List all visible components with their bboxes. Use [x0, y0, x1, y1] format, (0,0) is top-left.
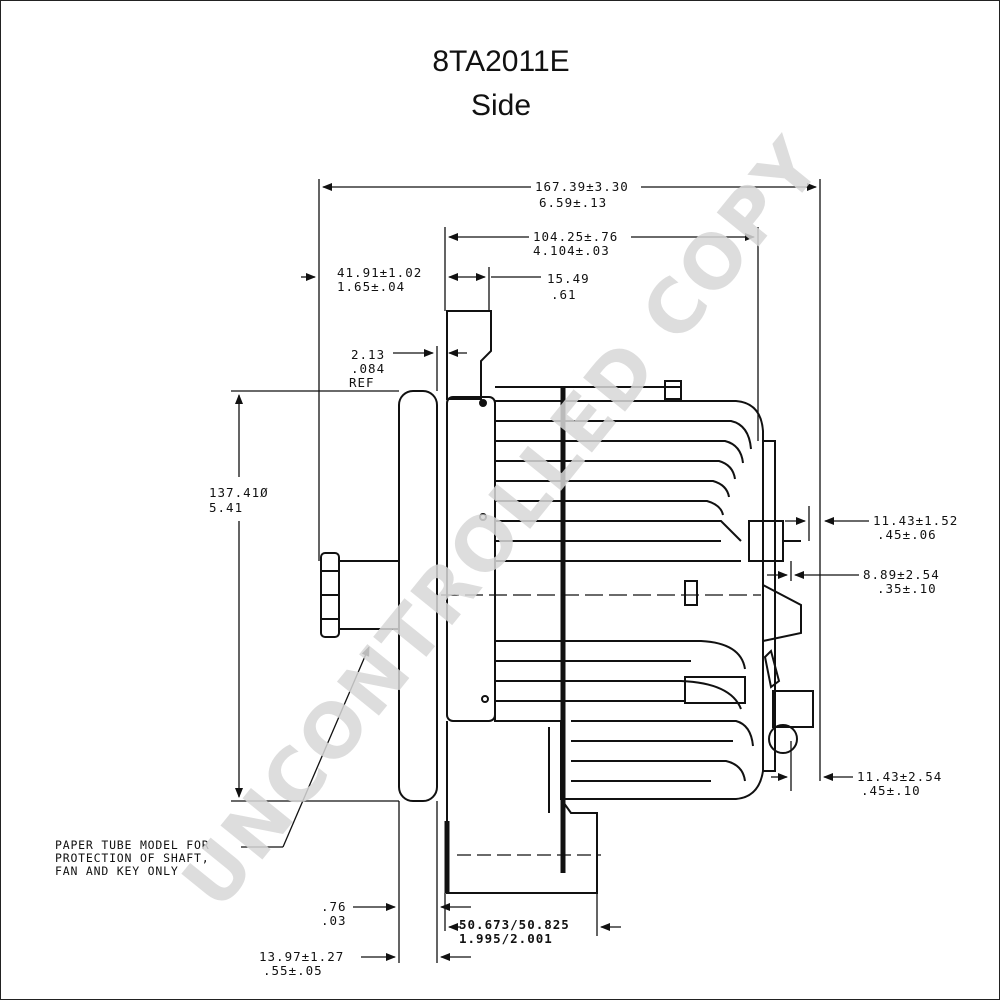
rear-vent — [684, 676, 746, 704]
note-line-1: PAPER TUBE MODEL FOR — [55, 838, 209, 852]
dim-terminal-upper-inch: .45±.06 — [877, 527, 937, 542]
view-subtitle: Side — [470, 89, 532, 122]
dimension-lines — [235, 183, 869, 961]
note-line-3: FAN AND KEY ONLY — [55, 864, 179, 878]
dim-terminal-upper-metric: 11.43±1.52 — [873, 513, 958, 528]
dim-terminal-lower-inch: .45±.10 — [861, 783, 921, 798]
note-line-2: PROTECTION OF SHAFT, — [55, 851, 209, 865]
mounting-foot — [446, 721, 598, 894]
dim-body-length-metric: 104.25±.76 — [533, 229, 618, 244]
pulley — [398, 390, 438, 802]
watermark: UNCONTROLLED COPY — [166, 122, 839, 924]
dim-shaft-extension-inch: 1.65±.04 — [337, 279, 405, 294]
dim-foot-step-metric: .76 — [321, 899, 347, 914]
alternator-outline — [320, 310, 814, 894]
dim-pulley-diameter-metric: 137.41Ø — [209, 485, 269, 500]
dim-mount-offset-metric: 15.49 — [547, 271, 590, 286]
dim-flange-gap-ref: REF — [349, 375, 375, 390]
dim-mount-bore-metric: 50.673/50.825 — [459, 917, 570, 932]
terminal-eye — [768, 724, 798, 754]
dim-pulley-width-inch: .55±.05 — [263, 963, 323, 978]
mounting-ear-top — [446, 310, 492, 400]
terminal-stud-lower — [772, 690, 814, 728]
dim-pulley-width-metric: 13.97±1.27 — [259, 949, 344, 964]
dim-overall-length-metric: 167.39±3.30 — [535, 179, 629, 194]
dim-overall-length-inch: 6.59±.13 — [539, 195, 607, 210]
dim-terminal-middle-inch: .35±.10 — [877, 581, 937, 596]
dim-body-length-inch: 4.104±.03 — [533, 243, 610, 258]
dim-mount-offset-inch: .61 — [551, 287, 577, 302]
watermark-text: UNCONTROLLED COPY — [166, 122, 839, 924]
dim-mount-bore-inch: 1.995/2.001 — [459, 931, 553, 946]
dim-terminal-lower-metric: 11.43±2.54 — [857, 769, 942, 784]
terminal-connector — [762, 584, 802, 642]
paper-tube-note: PAPER TUBE MODEL FOR PROTECTION OF SHAFT… — [55, 838, 209, 878]
extension-lines — [231, 179, 821, 963]
dim-shaft-extension-metric: 41.91±1.02 — [337, 265, 422, 280]
dim-flange-gap-inch: .084 — [351, 361, 385, 376]
rear-cover — [762, 440, 776, 772]
dim-foot-step-inch: .03 — [321, 913, 347, 928]
terminal-stud-upper — [748, 520, 784, 562]
dim-flange-gap-metric: 2.13 — [351, 347, 385, 362]
dim-terminal-middle-metric: 8.89±2.54 — [863, 567, 940, 582]
dimension-labels: 167.39±3.30 6.59±.13 104.25±.76 4.104±.0… — [209, 179, 958, 978]
part-number-title: 8TA2011E — [432, 45, 570, 78]
dim-pulley-diameter-inch: 5.41 — [209, 500, 243, 515]
